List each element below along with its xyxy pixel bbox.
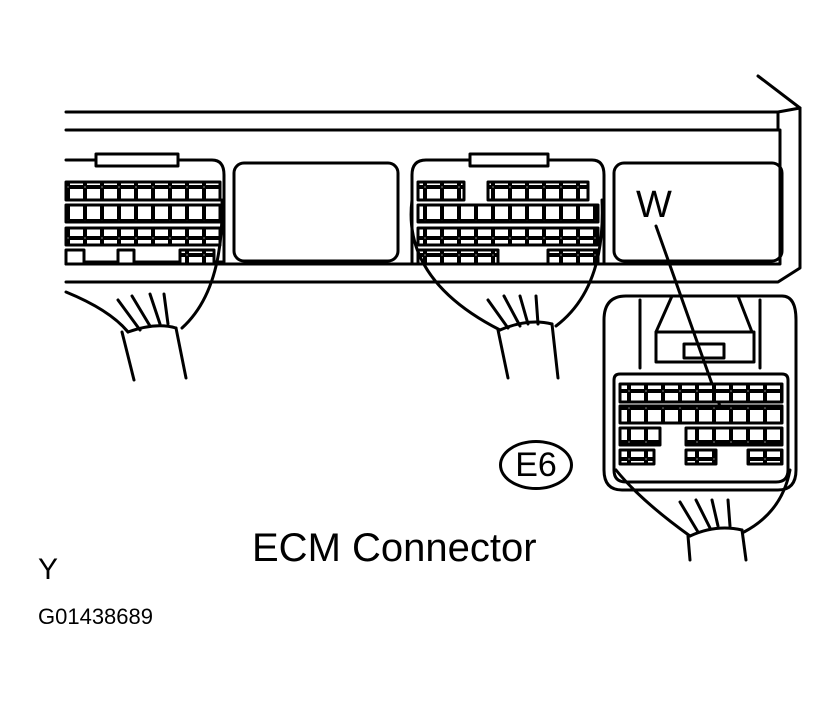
- wire-leader-line: [654, 224, 724, 414]
- ecm-blank-window: [232, 161, 400, 263]
- connector-code-badge: E6: [499, 440, 573, 490]
- ecm-connector-middle: [409, 152, 606, 380]
- diagram-title: ECM Connector: [252, 526, 537, 570]
- figure-id: G01438689: [38, 604, 153, 629]
- ecm-socket-window: [612, 161, 784, 263]
- connector-harness-plug: [602, 294, 798, 562]
- wire-color-label: W: [636, 184, 672, 226]
- ecm-connector-left: [64, 152, 226, 382]
- connector-code-label: E6: [515, 445, 557, 484]
- corner-mark: Y: [38, 553, 59, 586]
